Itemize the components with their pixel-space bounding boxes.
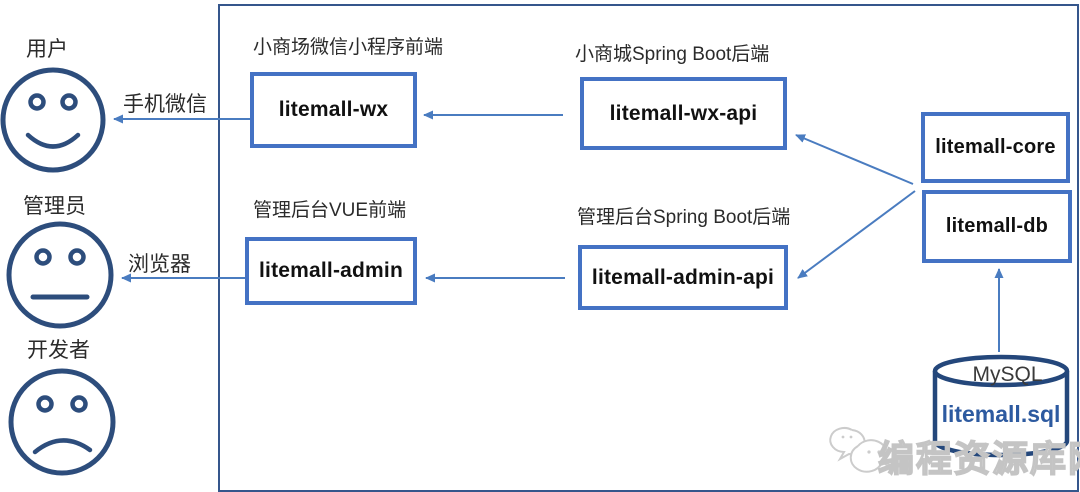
- mysql-engine-label: MySQL: [972, 363, 1043, 386]
- edge-label-browser: 浏览器: [128, 253, 191, 276]
- developer-face-icon: [8, 368, 116, 476]
- sql-file-label: litemall.sql: [941, 401, 1061, 427]
- node-litemall-admin-api-label: litemall-admin-api: [591, 265, 775, 289]
- node-litemall-wx-label: litemall-wx: [278, 98, 389, 121]
- node-litemall-wx-api: litemall-wx-api: [580, 77, 787, 150]
- caption-wx-frontend: 小商场微信小程序前端: [253, 37, 444, 58]
- watermark-text: 编程资源库网: [877, 437, 1080, 480]
- node-litemall-wx: litemall-wx: [250, 72, 417, 148]
- admin-face-icon: [6, 221, 114, 329]
- node-litemall-wx-api-label: litemall-wx-api: [609, 101, 758, 125]
- edge-label-mobile-wechat: 手机微信: [123, 93, 207, 116]
- system-boundary-border: [218, 4, 1079, 492]
- actor-label-admin: 管理员: [23, 195, 86, 218]
- caption-admin-frontend: 管理后台VUE前端: [253, 200, 407, 221]
- node-litemall-db: litemall-db: [922, 190, 1072, 263]
- node-litemall-admin-label: litemall-admin: [259, 259, 403, 282]
- node-litemall-core-label: litemall-core: [935, 136, 1056, 158]
- caption-admin-backend: 管理后台Spring Boot后端: [577, 207, 791, 228]
- node-litemall-core: litemall-core: [921, 112, 1070, 183]
- node-litemall-admin: litemall-admin: [245, 237, 417, 305]
- actor-label-developer: 开发者: [27, 339, 90, 362]
- user-face-icon: [0, 67, 106, 173]
- actor-label-user: 用户: [26, 38, 68, 61]
- node-litemall-admin-api: litemall-admin-api: [578, 245, 788, 310]
- caption-wx-backend: 小商城Spring Boot后端: [575, 44, 770, 65]
- node-litemall-db-label: litemall-db: [945, 215, 1049, 237]
